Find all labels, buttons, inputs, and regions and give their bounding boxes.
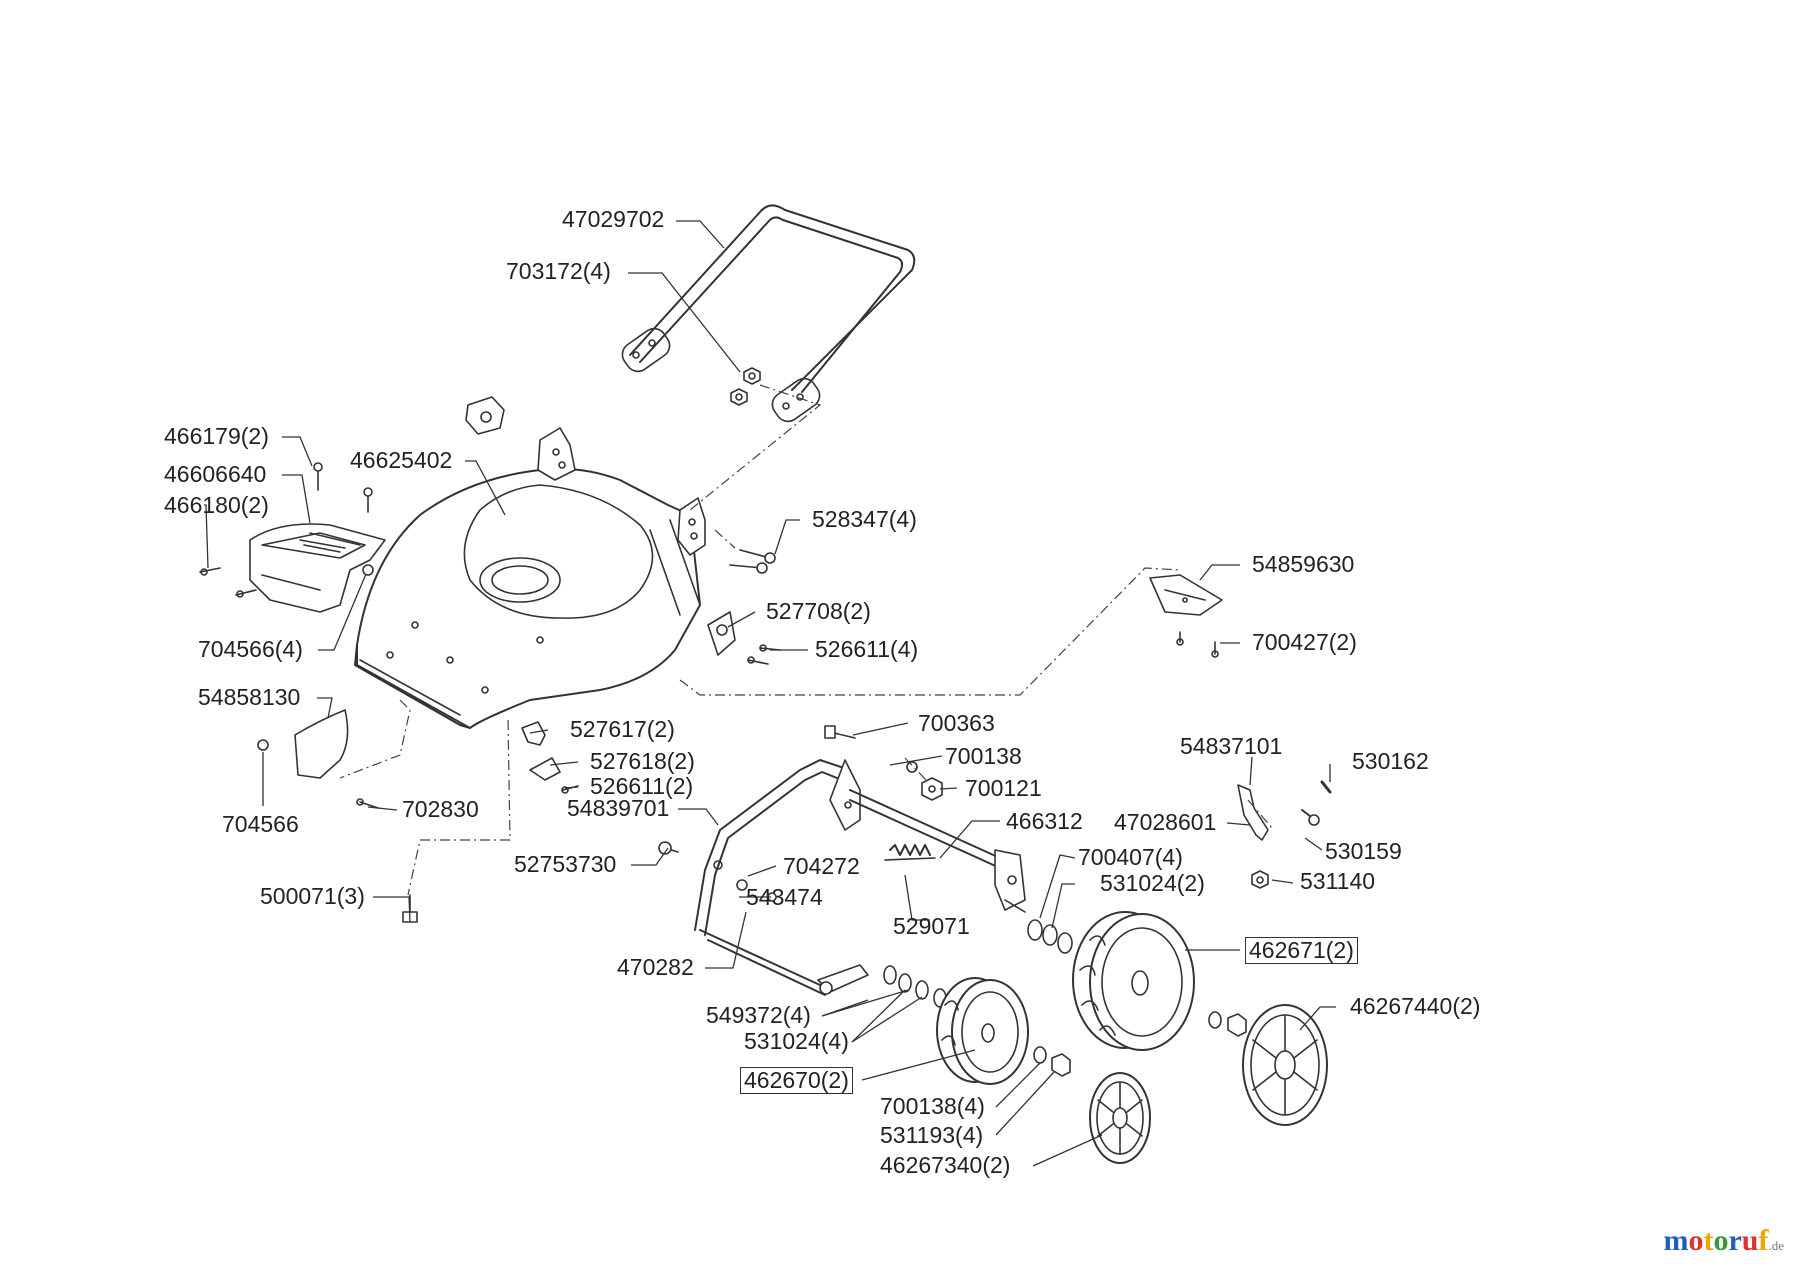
label-lever: 54837101 <box>1180 733 1283 759</box>
label-washer-f: 700138(4) <box>880 1093 985 1119</box>
label-housing: 46625402 <box>350 447 453 473</box>
label-cover-r: 54859630 <box>1252 551 1355 577</box>
watermark-logo: motoruf.de <box>1663 1224 1784 1258</box>
label-hubcap-front: 46267340(2) <box>880 1152 1011 1178</box>
label-screw-c: 526611(4) <box>815 636 919 662</box>
label-nut-c: 700121 <box>965 775 1042 801</box>
spring-drawing <box>884 844 936 861</box>
watermark-text: motoruf <box>1663 1224 1769 1257</box>
label-rod: 466312 <box>1006 808 1083 834</box>
label-axle: 470282 <box>617 954 694 980</box>
label-bolt-a: 528347(4) <box>812 506 917 532</box>
label-nut-f: 531193(4) <box>880 1122 984 1148</box>
label-screw-f: 702830 <box>402 796 479 822</box>
label-clip-a: 527617(2) <box>570 716 675 742</box>
label-bushing: 549372(4) <box>706 1002 811 1028</box>
deck-housing-drawing <box>354 427 706 729</box>
rear-wheel-drawing <box>1072 911 1195 1051</box>
watermark-suffix: .de <box>1768 1238 1784 1253</box>
label-hubcap-rear: 46267440(2) <box>1350 993 1481 1019</box>
front-washers-drawing <box>883 965 947 1008</box>
label-lever-bracket: 47028601 <box>1114 809 1217 835</box>
label-washer-e: 531024(4) <box>744 1028 849 1054</box>
handle-bar-drawing <box>621 204 916 423</box>
label-axle-frame: 54839701 <box>567 795 670 821</box>
deflector-drawing <box>249 523 386 613</box>
label-nut-a: 704566(4) <box>198 636 303 662</box>
label-nut-b: 704566 <box>222 811 299 837</box>
label-screw-e: 526611(2) <box>590 773 694 799</box>
rear-wheel-fasteners-drawing <box>1208 1011 1247 1037</box>
label-washer-b: 704272 <box>783 853 860 879</box>
label-washer-c: 700407(4) <box>1078 844 1183 870</box>
left-screws-drawing <box>199 462 374 598</box>
rear-washers-drawing <box>1004 899 1073 954</box>
label-deflector: 46606640 <box>164 461 267 487</box>
rear-cover-drawing <box>1149 574 1223 658</box>
label-flap: 54858130 <box>198 684 301 710</box>
label-handle: 47029702 <box>562 206 665 232</box>
label-screw-a: 466179(2) <box>164 423 269 449</box>
front-wheel-drawing <box>936 977 1029 1085</box>
label-spring-b: 530159 <box>1325 838 1402 864</box>
rear-hubcap-drawing <box>1242 1004 1328 1126</box>
label-bolt-d: 530162 <box>1352 748 1429 774</box>
label-grommet: 527708(2) <box>766 598 871 624</box>
label-nut-d: 543474 <box>746 884 823 910</box>
front-wheel-fasteners-drawing <box>1033 1046 1071 1077</box>
label-handle-nut: 703172(4) <box>506 258 611 284</box>
axle-frame-drawing <box>694 759 1026 996</box>
center-small-parts-drawing <box>658 725 943 902</box>
label-wheel-front: 462670(2) <box>740 1067 853 1094</box>
label-bolt-c: 700363 <box>918 710 995 736</box>
label-bracket-small: 527618(2) <box>590 748 695 774</box>
label-nut-e: 531140 <box>1300 868 1376 894</box>
flap-drawing <box>257 709 379 809</box>
clips-drawing <box>521 721 579 794</box>
label-screw-d: 700427(2) <box>1252 629 1357 655</box>
label-washer-a: 700138 <box>945 743 1022 769</box>
handle-nuts-drawing <box>730 367 761 406</box>
label-wheel-rear: 462671(2) <box>1245 937 1358 964</box>
label-screw-b: 466180(2) <box>164 492 269 518</box>
nut-top-drawing <box>465 396 505 435</box>
label-washer-d: 531024(2) <box>1100 870 1205 896</box>
height-lever-drawing <box>1237 780 1332 889</box>
front-hubcap-drawing <box>1089 1072 1151 1164</box>
right-bolts-drawing <box>707 549 781 665</box>
label-bolt-b: 500071(3) <box>260 883 365 909</box>
label-spring: 529071 <box>893 913 970 939</box>
label-plug: 52753730 <box>514 851 617 877</box>
